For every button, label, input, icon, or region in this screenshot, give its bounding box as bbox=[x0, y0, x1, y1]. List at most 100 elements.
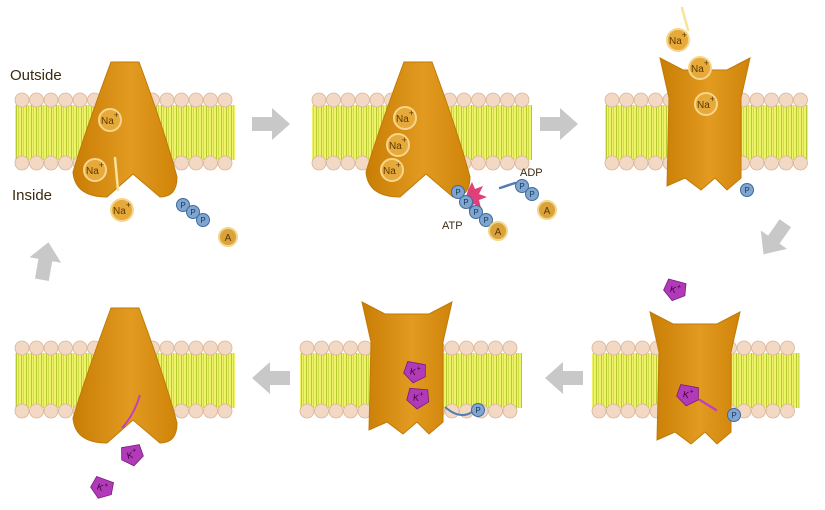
lipid-head bbox=[14, 340, 30, 356]
lipid-head bbox=[58, 92, 73, 108]
inside-label: Inside bbox=[12, 187, 52, 204]
phosphate-label: P bbox=[463, 198, 468, 207]
lipid-head bbox=[619, 92, 634, 108]
lipid-head bbox=[343, 340, 358, 356]
pump-protein-2 bbox=[365, 61, 471, 198]
charge-plus: + bbox=[682, 30, 687, 40]
potassium-ion: K+ bbox=[90, 475, 114, 499]
charge-plus: + bbox=[419, 391, 424, 398]
potassium-ion-shape bbox=[121, 444, 144, 467]
lipid-head bbox=[500, 155, 515, 171]
phosphate-label: P bbox=[455, 188, 460, 197]
lipid-head bbox=[355, 92, 370, 108]
lipid-head bbox=[174, 340, 189, 356]
sodium-ion: Na+ bbox=[393, 106, 417, 130]
lipid-head bbox=[764, 155, 779, 171]
lipid-head bbox=[72, 340, 88, 356]
lipid-head bbox=[502, 340, 518, 356]
pump-protein-3 bbox=[659, 57, 751, 191]
sodium-ion-circle bbox=[110, 198, 134, 222]
lipid-head bbox=[188, 155, 204, 171]
cycle-arrows bbox=[29, 108, 792, 394]
lipid-head bbox=[72, 92, 88, 108]
lipid-head bbox=[751, 403, 766, 419]
lipid-head bbox=[43, 155, 59, 171]
phosphate: P bbox=[515, 179, 529, 193]
phosphate: P bbox=[459, 195, 473, 209]
pump-protein-4 bbox=[649, 311, 741, 445]
lipid-head bbox=[58, 155, 73, 171]
phosphate-circle bbox=[186, 205, 200, 219]
cycle-arrow bbox=[29, 242, 62, 281]
lipid-head bbox=[606, 403, 621, 419]
phosphate-circle bbox=[525, 187, 539, 201]
lipid-head bbox=[314, 340, 329, 356]
phosphate: P bbox=[471, 403, 485, 417]
lipid-head bbox=[14, 155, 30, 171]
lipid-head bbox=[326, 155, 341, 171]
phosphate-circle bbox=[469, 205, 483, 219]
lipid-head bbox=[203, 155, 218, 171]
cycle-arrow bbox=[252, 108, 290, 140]
sodium-ion-circle bbox=[83, 158, 107, 182]
sodium-ion-circle bbox=[98, 108, 122, 132]
lipid-head bbox=[14, 403, 30, 419]
lipid-head bbox=[174, 92, 189, 108]
lipid-head bbox=[43, 403, 59, 419]
lipid-head bbox=[488, 340, 503, 356]
lipid-head bbox=[648, 92, 663, 108]
lipid-head bbox=[633, 155, 649, 171]
lipid-head bbox=[58, 403, 73, 419]
potassium-ion-label: K+ bbox=[413, 391, 424, 404]
adenosine-circle bbox=[488, 221, 508, 241]
potassium-ion: K+ bbox=[676, 384, 699, 407]
phosphate: P bbox=[196, 213, 210, 227]
phosphate-release-arrow bbox=[444, 406, 473, 417]
phosphate-label: P bbox=[519, 182, 524, 191]
phosphate-label: P bbox=[731, 411, 736, 420]
charge-plus: + bbox=[114, 110, 119, 120]
lipid-head bbox=[340, 92, 356, 108]
potassium-ion: K+ bbox=[403, 361, 426, 384]
arrow-icon bbox=[760, 219, 792, 255]
lipid-head bbox=[793, 155, 808, 171]
adenosine-label: A bbox=[544, 206, 551, 217]
phosphate-circle bbox=[515, 179, 529, 193]
adenosine-label: A bbox=[225, 233, 232, 244]
sodium-ion-circle bbox=[694, 92, 718, 116]
adenosine: A bbox=[218, 227, 238, 247]
phosphate-circle bbox=[471, 403, 485, 417]
phosphate: P bbox=[727, 408, 741, 422]
lipid-head bbox=[29, 155, 44, 171]
lipid-head bbox=[326, 92, 341, 108]
potassium-ion-shape bbox=[663, 278, 687, 302]
atp-label: ATP bbox=[442, 220, 463, 232]
sodium-ion: Na+ bbox=[83, 158, 107, 182]
sodium-path-arrow bbox=[113, 156, 120, 192]
lipid-head bbox=[620, 403, 636, 419]
phosphate-circle bbox=[196, 213, 210, 227]
lipid-head bbox=[203, 340, 218, 356]
arrow-icon bbox=[540, 108, 578, 140]
arrow-icon bbox=[29, 242, 62, 281]
lipid-head bbox=[764, 92, 779, 108]
lipid-head bbox=[604, 92, 620, 108]
lipid-head bbox=[217, 340, 233, 356]
lipid-head bbox=[751, 340, 766, 356]
charge-plus: + bbox=[402, 135, 407, 145]
charge-plus: + bbox=[704, 58, 709, 68]
adenosine: A bbox=[488, 221, 508, 241]
lipid-head bbox=[471, 92, 486, 108]
sodium-ion: Na+ bbox=[694, 92, 718, 116]
potassium-ion-shape bbox=[90, 475, 114, 499]
lipid-head bbox=[311, 92, 327, 108]
phosphate-circle bbox=[727, 408, 741, 422]
lipid-head bbox=[633, 92, 649, 108]
lipid-head bbox=[174, 403, 189, 419]
lipid-head bbox=[514, 155, 530, 171]
charge-plus: + bbox=[99, 160, 104, 170]
lipid-head bbox=[328, 340, 344, 356]
lipid-head bbox=[188, 340, 204, 356]
potassium-path-arrow bbox=[698, 398, 718, 412]
charge-plus: + bbox=[689, 388, 694, 396]
